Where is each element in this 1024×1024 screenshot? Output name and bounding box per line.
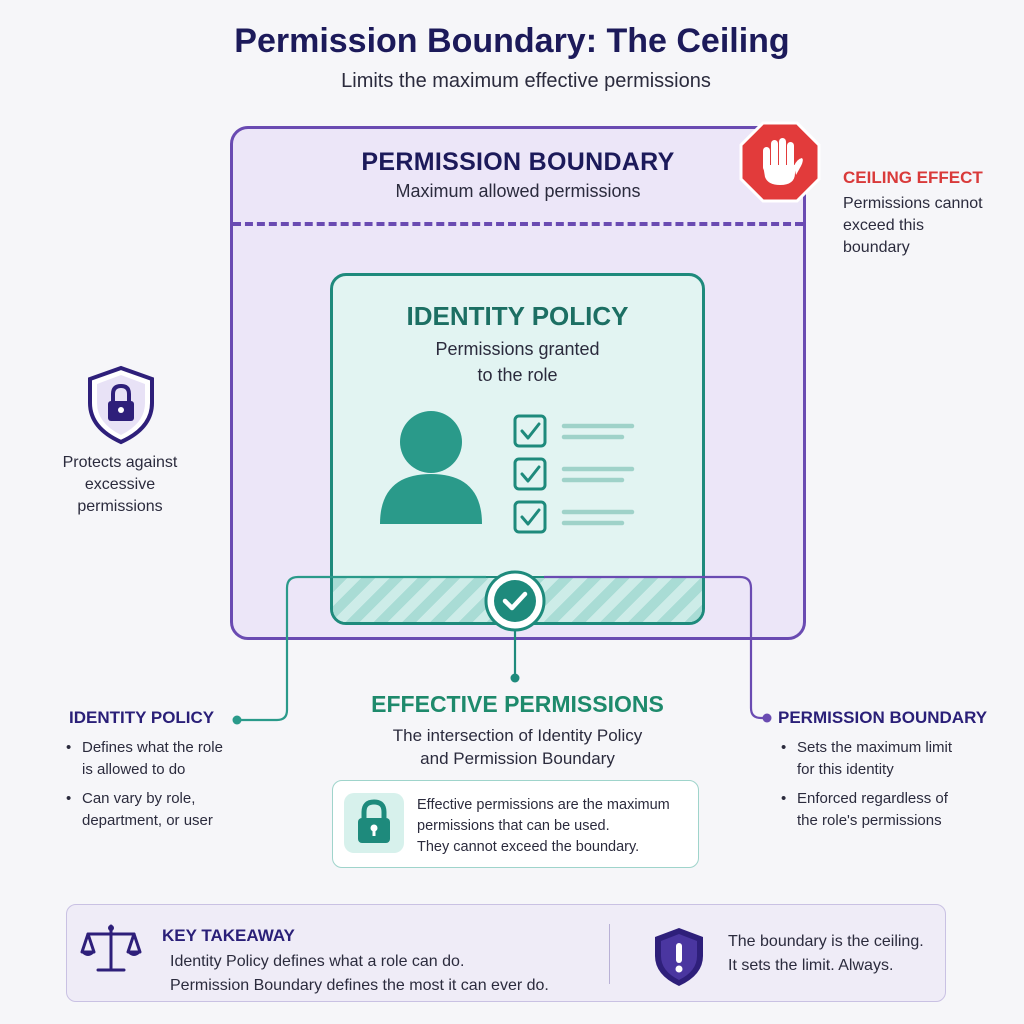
- takeaway-divider: [609, 924, 610, 984]
- ceiling-line3: boundary: [843, 239, 910, 256]
- list-item: Enforced regardless of the role's permis…: [781, 788, 981, 832]
- list-item-line: Defines what the role: [82, 739, 223, 756]
- key-takeaway-panel: [66, 904, 946, 1002]
- takeaway-right-text: The boundary is the ceiling. It sets the…: [728, 930, 924, 978]
- list-item: Defines what the role is allowed to do: [66, 737, 266, 781]
- takeaway-right-line2: It sets the limit. Always.: [728, 957, 894, 974]
- list-item-line: is allowed to do: [82, 761, 186, 778]
- identity-card-subtitle-line2: to the role: [477, 365, 558, 385]
- stop-hand-icon: [739, 121, 821, 203]
- takeaway-line1: Identity Policy defines what a role can …: [170, 953, 465, 970]
- takeaway-right-line1: The boundary is the ceiling.: [728, 933, 924, 950]
- list-item: Can vary by role, department, or user: [66, 788, 266, 832]
- identity-card-subtitle: Permissions granted to the role: [330, 336, 705, 388]
- boundary-dashed-line: [233, 222, 803, 226]
- checklist-icon: [513, 414, 635, 534]
- note-line3: They cannot exceed the boundary.: [417, 839, 640, 855]
- protects-text: Protects against excessive permissions: [50, 452, 190, 518]
- key-takeaway-heading: KEY TAKEAWAY: [162, 926, 295, 945]
- effective-permissions-heading: EFFECTIVE PERMISSIONS: [371, 691, 664, 717]
- effective-sub-line1: The intersection of Identity Policy: [392, 726, 643, 745]
- ceiling-effect-heading: CEILING EFFECT: [843, 168, 983, 187]
- effective-permissions-subtitle: The intersection of Identity Policy and …: [330, 724, 705, 770]
- identity-card-title: IDENTITY POLICY: [406, 301, 629, 331]
- check-circle-icon: [484, 570, 546, 632]
- shield-lock-icon: [88, 365, 154, 445]
- effective-sub-line2: and Permission Boundary: [420, 749, 615, 768]
- page-title: Permission Boundary: The Ceiling: [234, 22, 790, 60]
- padlock-icon: [358, 799, 390, 843]
- user-icon: [380, 411, 482, 524]
- scales-icon: [80, 924, 142, 972]
- protect-line3: permissions: [77, 498, 163, 515]
- boundary-title: PERMISSION BOUNDARY: [361, 148, 675, 176]
- boundary-subtitle: Maximum allowed permissions: [395, 181, 641, 201]
- shield-alert-icon: [655, 928, 703, 986]
- list-item-line: department, or user: [82, 812, 213, 829]
- right-column-list: Sets the maximum limit for this identity…: [781, 737, 981, 839]
- left-column-heading: IDENTITY POLICY: [69, 708, 215, 727]
- identity-card-subtitle-line1: Permissions granted: [435, 339, 600, 359]
- note-line1: Effective permissions are the maximum: [417, 797, 670, 813]
- list-item: Sets the maximum limit for this identity: [781, 737, 981, 781]
- right-column-heading: PERMISSION BOUNDARY: [778, 708, 988, 727]
- key-takeaway-text: Identity Policy defines what a role can …: [170, 950, 549, 998]
- ceiling-line1: Permissions cannot: [843, 195, 983, 212]
- ceiling-effect-text: Permissions cannot exceed this boundary: [843, 193, 1003, 259]
- protect-line2: excessive: [84, 476, 156, 493]
- takeaway-line2: Permission Boundary defines the most it …: [170, 977, 549, 994]
- protect-line1: Protects against: [62, 454, 178, 471]
- list-item-line: Sets the maximum limit: [797, 739, 953, 756]
- left-column-list: Defines what the role is allowed to do C…: [66, 737, 266, 839]
- effective-note-text: Effective permissions are the maximum pe…: [417, 795, 697, 858]
- list-item-line: Can vary by role,: [82, 790, 196, 807]
- note-line2: permissions that can be used.: [417, 818, 610, 834]
- list-item-line: Enforced regardless of: [797, 790, 948, 807]
- list-item-line: for this identity: [797, 761, 894, 778]
- page-subtitle: Limits the maximum effective permissions: [341, 70, 711, 92]
- list-item-line: the role's permissions: [797, 812, 942, 829]
- ceiling-line2: exceed this: [843, 217, 924, 234]
